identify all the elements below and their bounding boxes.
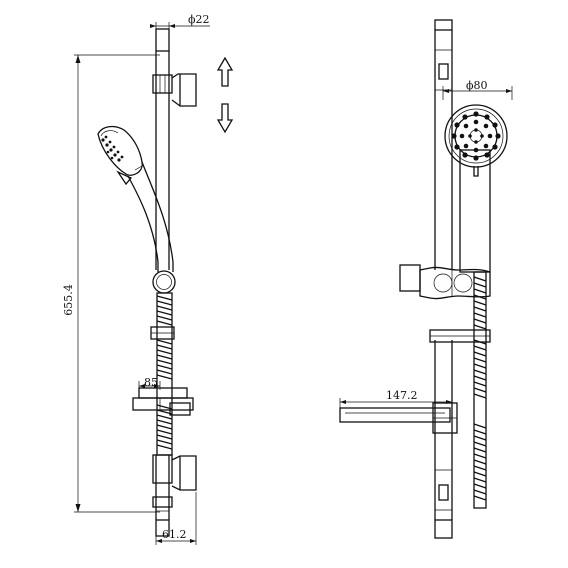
slider-side xyxy=(150,326,175,340)
height-label: 655.4 xyxy=(62,284,75,316)
arrow-up-icon xyxy=(216,56,234,87)
hose-side xyxy=(156,292,173,456)
height-dimension: 655.4 xyxy=(62,54,160,513)
soap-tray-front xyxy=(339,402,458,434)
rail-bar-front xyxy=(434,19,453,539)
head-diameter-dimension: ϕ80 xyxy=(442,79,513,100)
rail-bar xyxy=(152,28,173,537)
tray-depth-dimension: 85 xyxy=(138,376,161,390)
bar-diameter-dimension: ϕ22 xyxy=(150,13,210,31)
tray-depth-label: 85 xyxy=(144,376,158,389)
soap-tray-side xyxy=(132,387,194,416)
front-view: ϕ80 xyxy=(339,19,513,539)
hose-front xyxy=(473,271,487,509)
tray-width-dimension: 147.2 xyxy=(339,389,453,408)
upper-bracket xyxy=(152,73,197,107)
side-view: 655.4 ϕ22 xyxy=(62,13,234,545)
arrow-down-icon xyxy=(216,103,234,134)
wall-distance-dimension: 61.2 xyxy=(155,492,197,545)
head-diameter-label: ϕ80 xyxy=(466,79,488,92)
slider-holder-front xyxy=(399,264,491,300)
lower-bracket xyxy=(152,454,197,491)
hand-shower-side xyxy=(97,125,174,263)
slider-front xyxy=(429,329,491,343)
bar-diameter-label: ϕ22 xyxy=(188,13,210,26)
hand-shower-front xyxy=(444,104,508,273)
wall-distance-label: 61.2 xyxy=(162,528,187,541)
tray-width-label: 147.2 xyxy=(386,389,418,402)
